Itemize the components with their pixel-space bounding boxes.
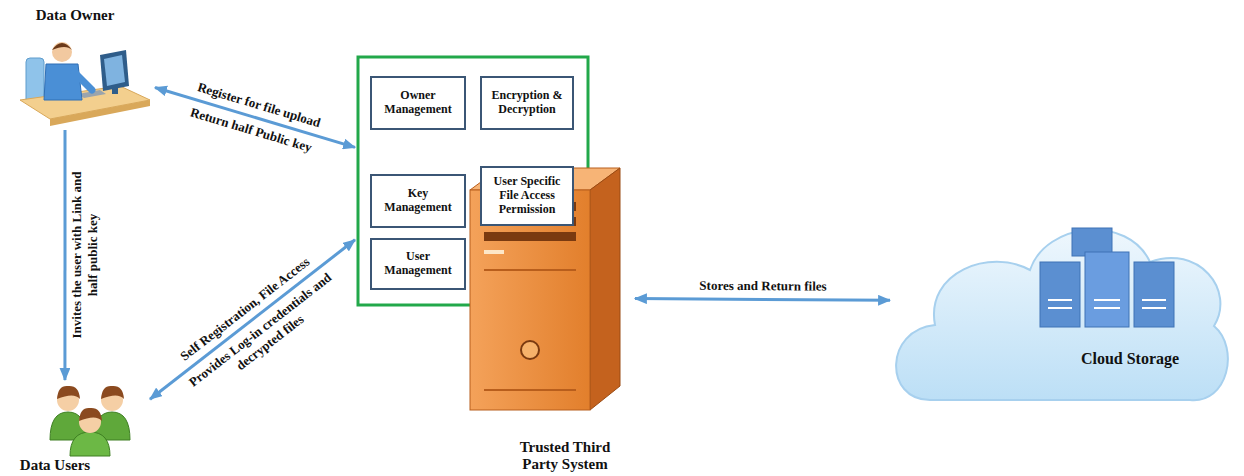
rack-line [1094,299,1120,301]
owner-icon [20,42,150,126]
users-icon [50,386,130,456]
rack [1134,262,1174,327]
rack-line [1048,299,1072,301]
node-title: Data Owner [5,7,145,24]
rack-line [1048,307,1072,309]
rack-line [1142,307,1166,309]
monitor-stand [112,88,118,94]
cloud-icon [896,228,1228,400]
module-box: Encryption & Decryption [480,76,574,130]
person-hair [52,43,72,50]
user-hair [101,386,124,399]
rack-line [1094,307,1120,309]
module-label: Encryption & Decryption [485,89,569,117]
module-box: Owner Management [370,76,466,130]
user-hair [79,408,102,421]
node-title: Cloud Storage [1055,350,1205,368]
person-head [52,42,72,62]
server-side [590,168,620,410]
actor-node: Data Owner [5,5,155,130]
rack-line [1142,299,1166,301]
server-light [484,250,504,254]
storage-node: Cloud Storage [890,210,1235,425]
screen [104,55,125,86]
node-title: Trusted Third Party System [505,439,625,474]
drive-slot [484,232,576,241]
panel-line [484,269,576,271]
desk-edge [50,100,150,126]
module-box: User Management [370,238,466,290]
flow-arrow [635,299,890,301]
module-label: Owner Management [375,89,461,117]
cloud-shape [896,230,1228,400]
module-box: User Specific File Access Permission [480,166,574,226]
system-node: Owner Management Encryption & DecryptionK… [355,55,635,475]
module-label: User Management [375,250,461,278]
panel-line [484,389,576,391]
power-button [521,341,539,359]
module-label: User Specific File Access Permission [485,175,569,216]
rack [1085,252,1129,327]
flow-arrow [150,240,355,399]
node-title: Data Users [0,457,110,474]
user-body [70,432,110,456]
flow-arrow [63,130,66,380]
user-hair [57,386,80,399]
actor-node: Data Users [0,380,150,476]
module-label: Key Management [375,187,461,215]
edge-label: Stores and Return files [699,278,826,294]
monitor [100,50,129,91]
edge-label: Invites the user with Link and half publ… [70,170,101,340]
module-box: Key Management [370,174,466,228]
person-arm [74,72,92,90]
rack [1040,262,1080,327]
